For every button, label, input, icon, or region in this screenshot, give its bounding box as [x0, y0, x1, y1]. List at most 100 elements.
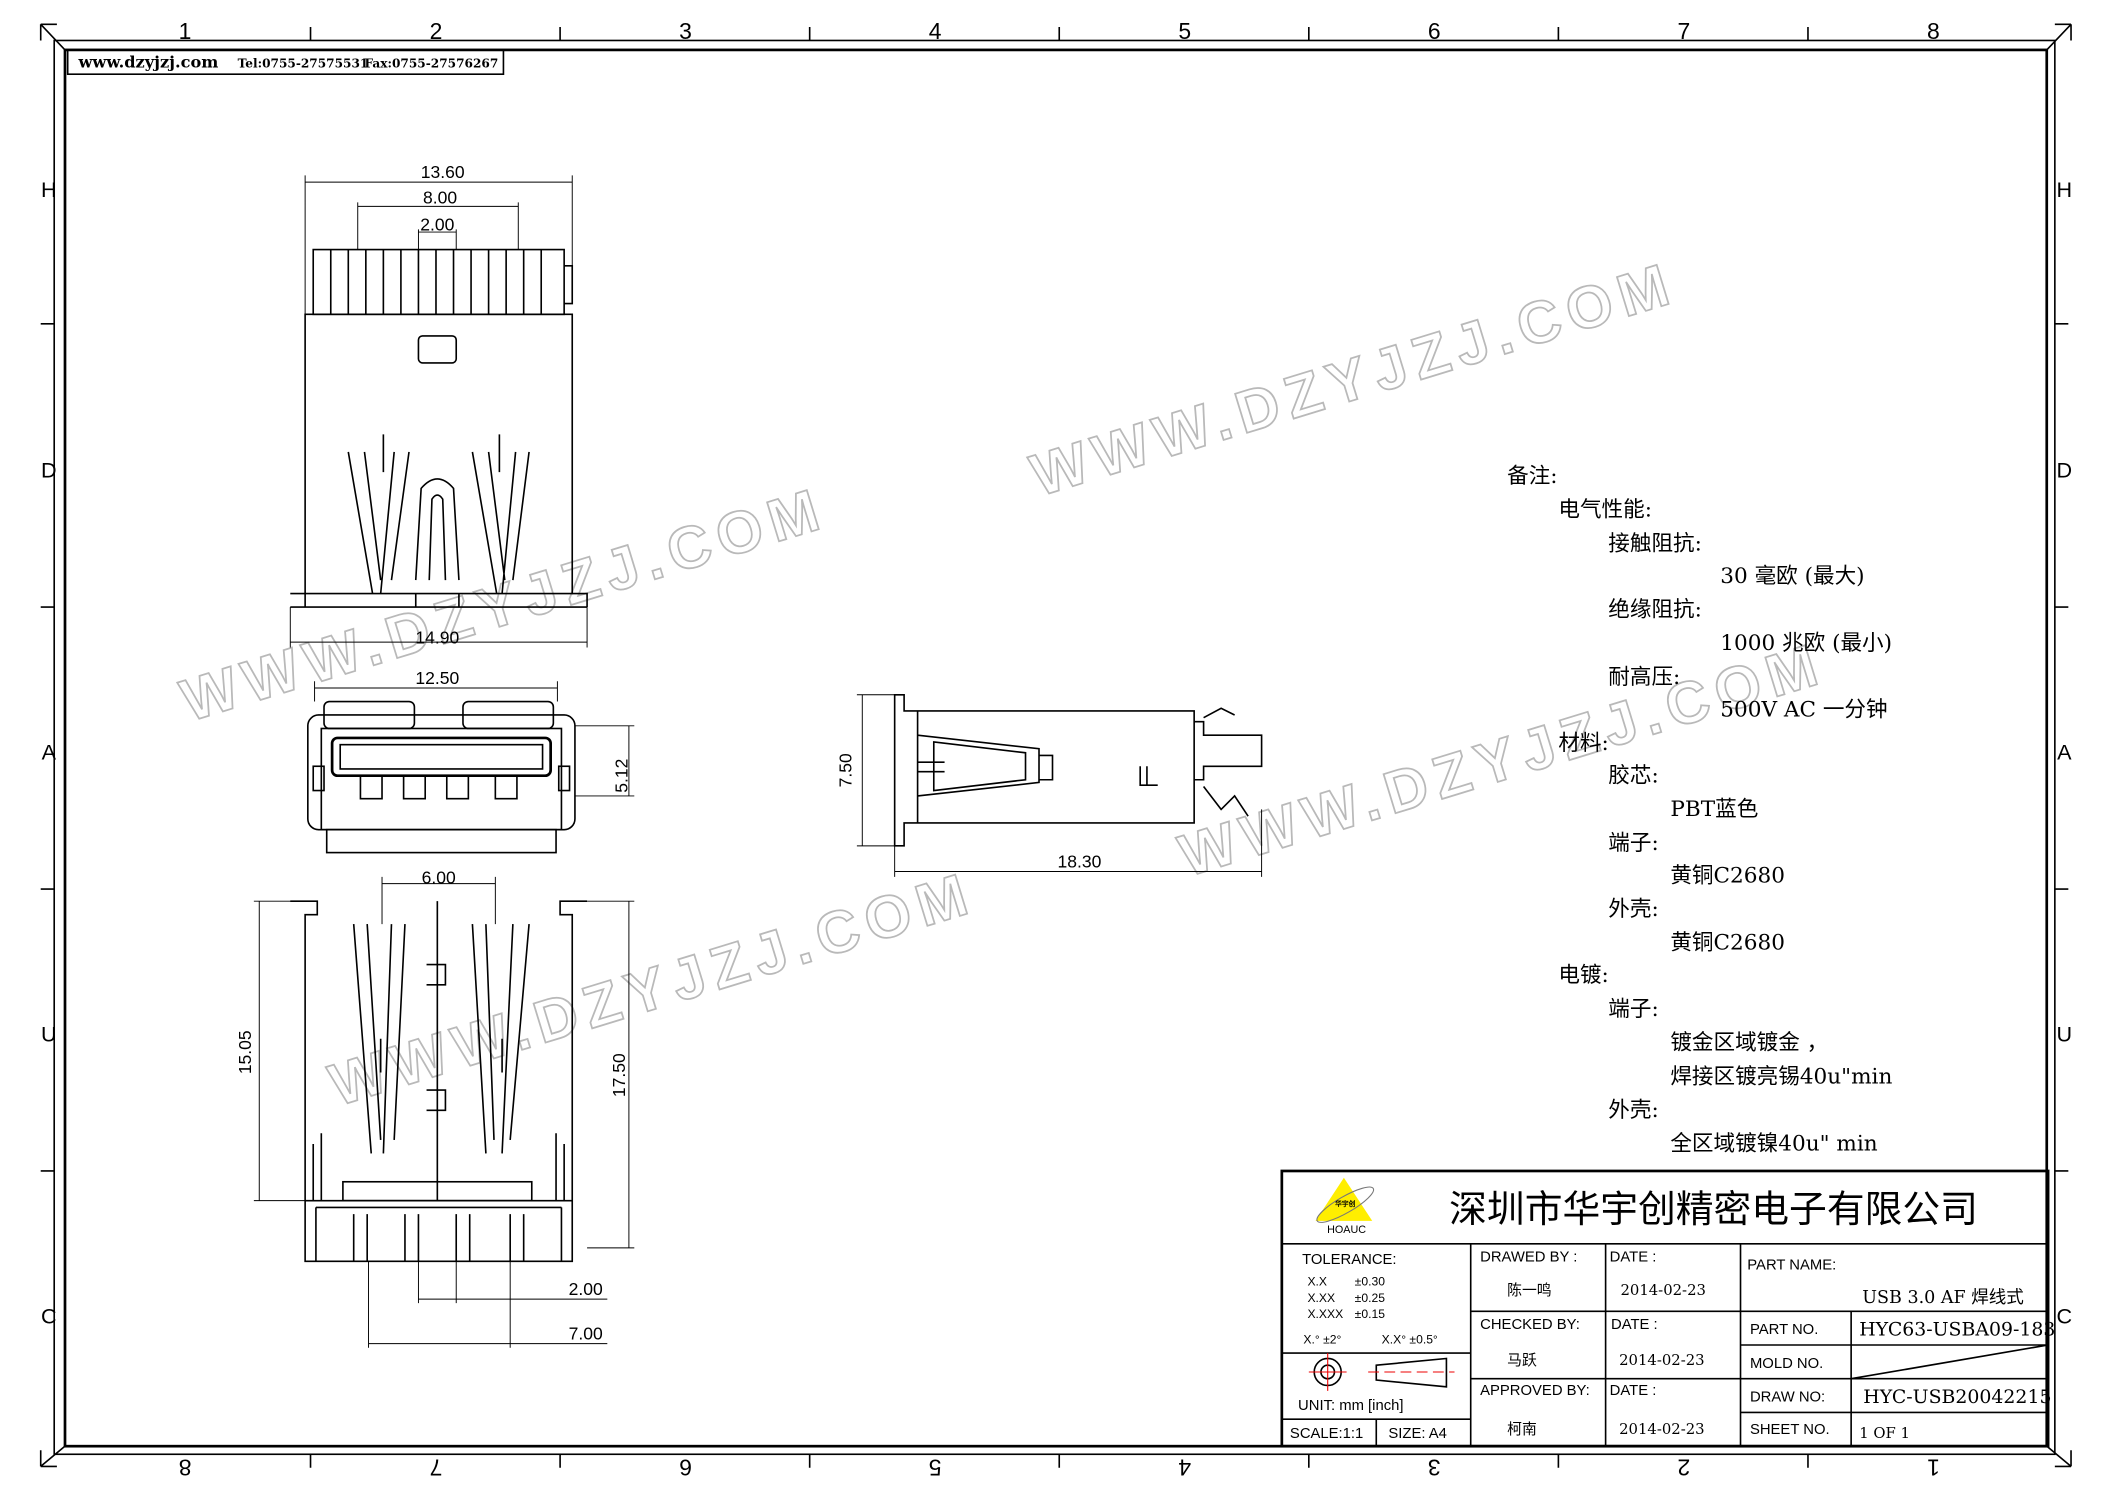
svg-text:±0.30: ±0.30 [1355, 1275, 1386, 1289]
svg-text:接触阻抗:: 接触阻抗: [1608, 531, 1702, 556]
svg-text:SCALE:1:1: SCALE:1:1 [1290, 1426, 1363, 1442]
svg-text:PART NAME:: PART NAME: [1747, 1257, 1836, 1273]
svg-text:5: 5 [929, 1455, 942, 1481]
grid-ticks [40, 26, 2069, 1468]
svg-text:7.50: 7.50 [835, 753, 855, 787]
svg-text:C: C [2056, 1303, 2072, 1328]
svg-text:WWW.DZYJZJ.COM: WWW.DZYJZJ.COM [1172, 629, 1833, 889]
svg-text:柯南: 柯南 [1507, 1421, 1537, 1438]
tel-text: Tel:0755-27575531 [238, 56, 369, 70]
svg-text:12.50: 12.50 [415, 668, 459, 688]
svg-text:马跃: 马跃 [1507, 1352, 1537, 1369]
grid-labels-rows: HD AU C HD AU C [41, 177, 2072, 1328]
svg-text:6: 6 [679, 1455, 692, 1481]
svg-text:U: U [41, 1021, 57, 1046]
svg-text:材料:: 材料: [1558, 731, 1608, 756]
svg-text:±0.25: ±0.25 [1355, 1291, 1386, 1305]
svg-text:焊接区镀亮锡40u"min: 焊接区镀亮锡40u"min [1670, 1064, 1892, 1089]
grid-labels-bottom: 8 7 6 5 4 3 2 1 [179, 1455, 1940, 1481]
svg-text:5: 5 [1178, 18, 1191, 44]
front-view: 12.50 5.12 [307, 668, 635, 854]
svg-text:30 毫欧 (最大): 30 毫欧 (最大) [1720, 564, 1864, 589]
svg-text:DRAWED BY :: DRAWED BY : [1480, 1249, 1577, 1265]
svg-text:CHECKED BY:: CHECKED BY: [1480, 1317, 1580, 1333]
svg-text:端子:: 端子: [1608, 831, 1658, 856]
outer-border [53, 39, 2056, 1456]
svg-text:±0.15: ±0.15 [1355, 1307, 1386, 1321]
svg-text:X.XXX: X.XXX [1307, 1307, 1343, 1321]
svg-text:全区域镀镍40u" min: 全区域镀镍40u" min [1670, 1132, 1877, 1157]
svg-text:黄铜C2680: 黄铜C2680 [1670, 931, 1785, 956]
svg-text:PART NO.: PART NO. [1750, 1322, 1818, 1338]
svg-text:DATE :: DATE : [1611, 1317, 1658, 1333]
svg-text:2: 2 [430, 18, 443, 44]
svg-text:H: H [41, 177, 57, 202]
company-name: 深圳市华宇创精密电子有限公司 [1449, 1189, 1978, 1231]
svg-text:13.60: 13.60 [421, 162, 465, 182]
svg-text:4: 4 [1178, 1455, 1191, 1481]
corner-arrows [39, 23, 2072, 1468]
svg-text:HOAUC: HOAUC [1327, 1224, 1366, 1236]
svg-text:镀金区域镀金 ，: 镀金区域镀金 ， [1670, 1031, 1828, 1056]
svg-text:PBT蓝色: PBT蓝色 [1670, 797, 1758, 822]
svg-text:WWW.DZYJZJ.COM: WWW.DZYJZJ.COM [173, 474, 834, 734]
svg-text:1000 兆欧 (最小): 1000 兆欧 (最小) [1720, 631, 1892, 656]
svg-text:8: 8 [1927, 18, 1940, 44]
svg-text:A: A [2057, 740, 2072, 765]
svg-text:7.00: 7.00 [569, 1324, 603, 1344]
svg-text:3: 3 [1428, 1455, 1441, 1481]
fax-text: Fax:0755-27576267 [364, 56, 498, 70]
svg-text:华宇创: 华宇创 [1335, 1199, 1355, 1208]
svg-text:HYC-USB20042215: HYC-USB20042215 [1863, 1386, 2051, 1408]
svg-text:5.12: 5.12 [612, 759, 632, 793]
website-text: www.dzyjzj.com [77, 52, 218, 71]
svg-text:USB 3.0 AF 焊线式: USB 3.0 AF 焊线式 [1862, 1288, 2024, 1308]
svg-text:X.X° ±0.5°: X.X° ±0.5° [1382, 1333, 1438, 1347]
svg-text:DATE :: DATE : [1610, 1383, 1657, 1399]
svg-text:2014-02-23: 2014-02-23 [1619, 1352, 1705, 1369]
svg-text:7: 7 [430, 1455, 443, 1481]
svg-text:500V AC 一分钟: 500V AC 一分钟 [1720, 697, 1887, 722]
svg-text:15.05: 15.05 [235, 1030, 255, 1074]
svg-text:U: U [2056, 1021, 2072, 1046]
svg-text:SHEET NO.: SHEET NO. [1750, 1422, 1830, 1438]
svg-text:1: 1 [1927, 1455, 1940, 1481]
svg-text:C: C [41, 1303, 57, 1328]
svg-text:DATE :: DATE : [1610, 1249, 1657, 1265]
svg-text:UNIT: mm [inch]: UNIT: mm [inch] [1298, 1398, 1403, 1414]
svg-text:4: 4 [929, 18, 942, 44]
title-block: 华宇创 HOAUC 深圳市华宇创精密电子有限公司 TOLERANCE: X.X±… [1280, 1169, 2055, 1448]
svg-text:1: 1 [179, 18, 192, 44]
svg-text:端子:: 端子: [1608, 997, 1658, 1022]
svg-text:2: 2 [1677, 1455, 1690, 1481]
bottom-view: 6.00 15.05 17.50 2.00 7.00 [235, 868, 635, 1348]
company-logo: 华宇创 HOAUC [1315, 1177, 1375, 1236]
svg-text:TOLERANCE:: TOLERANCE: [1302, 1252, 1396, 1268]
svg-text:备注:: 备注: [1507, 464, 1557, 489]
svg-text:18.30: 18.30 [1058, 851, 1102, 871]
svg-text:6: 6 [1428, 18, 1441, 44]
notes: 备注: 电气性能: 接触阻抗: 30 毫欧 (最大) 绝缘阻抗: 1000 兆欧… [1507, 464, 1892, 1157]
svg-text:D: D [2056, 458, 2072, 483]
svg-text:APPROVED BY:: APPROVED BY: [1480, 1383, 1590, 1399]
svg-text:7: 7 [1677, 18, 1690, 44]
svg-text:14.90: 14.90 [415, 627, 459, 647]
svg-text:黄铜C2680: 黄铜C2680 [1670, 863, 1785, 888]
top-view: 13.60 8.00 2.00 14.90 [289, 162, 588, 648]
svg-text:DRAW NO:: DRAW NO: [1750, 1390, 1825, 1406]
svg-text:2014-02-23: 2014-02-23 [1620, 1282, 1706, 1299]
svg-text:绝缘阻抗:: 绝缘阻抗: [1608, 598, 1702, 623]
svg-text:陈一鸣: 陈一鸣 [1507, 1281, 1552, 1299]
inner-border [63, 48, 2049, 1448]
svg-text:MOLD NO.: MOLD NO. [1750, 1356, 1823, 1372]
svg-text:D: D [41, 458, 57, 483]
svg-text:HYC63-USBA09-183: HYC63-USBA09-183 [1859, 1319, 2055, 1341]
side-view: 7.50 18.30 [835, 693, 1263, 877]
svg-text:电镀:: 电镀: [1558, 963, 1608, 988]
svg-text:电气性能:: 电气性能: [1558, 498, 1652, 523]
svg-text:2.00: 2.00 [420, 215, 454, 235]
svg-text:2014-02-23: 2014-02-23 [1619, 1421, 1705, 1438]
svg-text:H: H [2056, 177, 2072, 202]
